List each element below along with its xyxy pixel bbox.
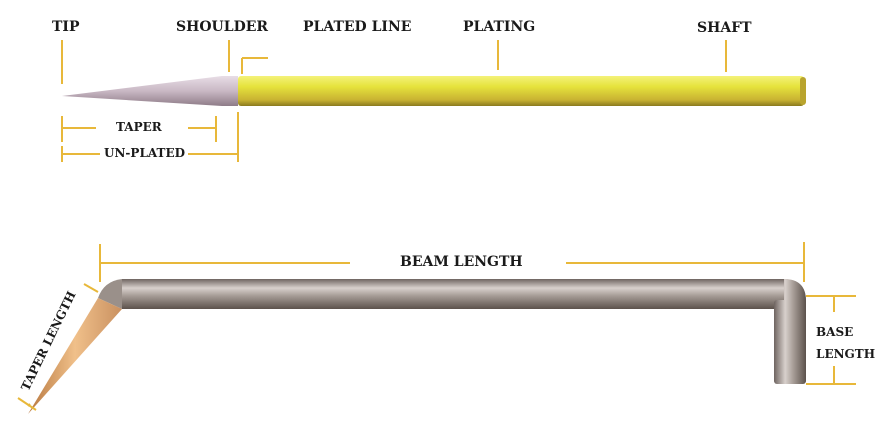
label-un-plated: UN-PLATED xyxy=(104,146,186,160)
label-base: BASE xyxy=(816,325,854,339)
top-leader-lines xyxy=(61,40,727,162)
shaft-end-cap xyxy=(800,77,806,105)
left-bend xyxy=(98,279,122,309)
label-shoulder: SHOULDER xyxy=(176,19,269,35)
probe-beam xyxy=(122,279,784,309)
label-beam-length: BEAM LENGTH xyxy=(400,254,523,270)
probe-base xyxy=(774,300,806,384)
label-plated-line: PLATED LINE xyxy=(303,19,412,35)
label-taper: TAPER xyxy=(116,120,162,134)
label-shaft: SHAFT xyxy=(697,20,752,36)
plated-shaft xyxy=(238,76,804,106)
label-tip: TIP xyxy=(52,19,80,35)
label-plating: PLATING xyxy=(463,19,536,35)
bottom-dimension-lines xyxy=(17,242,856,411)
label-length: LENGTH xyxy=(816,347,876,361)
taper-needle xyxy=(28,298,122,414)
unplated-tip-shape xyxy=(62,76,238,106)
